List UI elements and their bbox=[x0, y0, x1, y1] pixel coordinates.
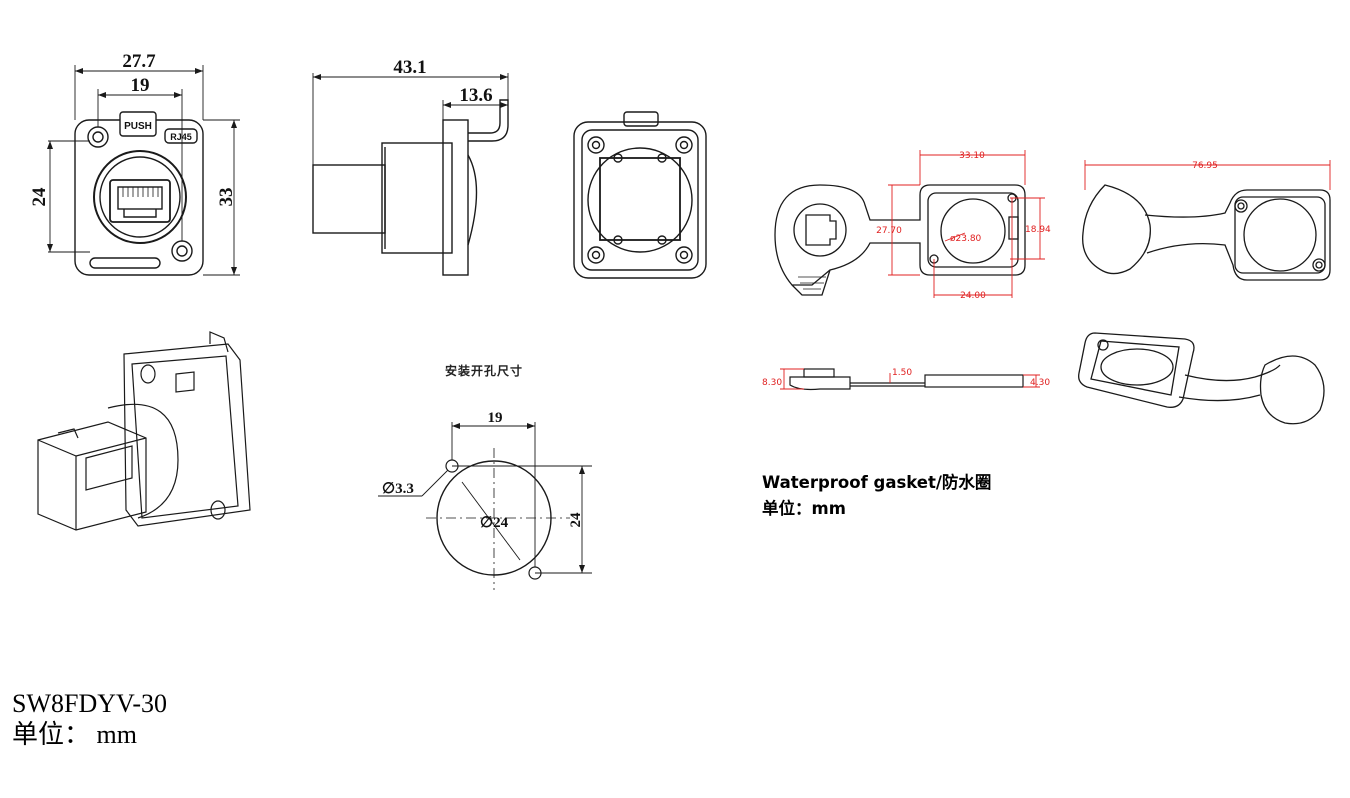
isometric-view-drawing bbox=[28, 330, 268, 540]
side-dim-total-depth: 43.1 bbox=[393, 57, 426, 78]
model-unit: 单位： mm bbox=[12, 720, 137, 749]
gasket-side-dim-strap: 1.50 bbox=[892, 368, 912, 378]
model-number: SW8FDYV-30 bbox=[12, 689, 168, 718]
rj45-label: RJ45 bbox=[170, 132, 192, 142]
gasket-dim-hole-spacing: 24.00 bbox=[960, 291, 986, 301]
front-view-drawing: 27.7 19 24 33 PUSH RJ45 bbox=[20, 45, 250, 285]
cutout-title: 安装开孔尺寸 bbox=[445, 364, 524, 378]
gasket-side-dim-left: 8.30 bbox=[762, 378, 782, 388]
cutout-dim-main-hole: ∅24 bbox=[480, 515, 509, 531]
gasket-full-view-drawing: 76.95 bbox=[1075, 145, 1345, 295]
panel-cutout-drawing: 19 ∅3.3 ∅24 24 bbox=[330, 390, 630, 600]
gasket-top-view-drawing: 33.10 27.70 ø23.80 18.94 24.00 bbox=[770, 145, 1070, 315]
front-dim-height-outer: 33 bbox=[216, 188, 237, 207]
cutout-dim-hole-spacing: 19 bbox=[488, 410, 503, 426]
gasket-caption-title: Waterproof gasket/防水圈 bbox=[762, 473, 992, 492]
gasket-dim-hole-dia: ø23.80 bbox=[950, 234, 982, 244]
front-mount-hole-tl bbox=[87, 126, 109, 148]
gasket-side-dim-right: 4.30 bbox=[1030, 378, 1050, 388]
model-caption: SW8FDYV-30 单位： mm bbox=[12, 688, 167, 750]
gasket-side-view-drawing: 8.30 1.50 4.30 bbox=[760, 355, 1060, 405]
cutout-dim-vertical: 24 bbox=[568, 512, 584, 528]
gasket-dim-height: 27.70 bbox=[876, 226, 902, 236]
side-dim-flange-depth: 13.6 bbox=[459, 85, 492, 106]
rear-view-drawing bbox=[560, 100, 720, 290]
front-dim-height-inner: 24 bbox=[29, 187, 50, 207]
gasket-dim-width: 33.10 bbox=[959, 151, 985, 161]
cutout-dim-small-hole: ∅3.3 bbox=[382, 481, 414, 497]
side-view-drawing: 43.1 13.6 bbox=[300, 45, 530, 285]
front-mount-hole-br bbox=[171, 240, 193, 262]
gasket-dim-side: 18.94 bbox=[1025, 225, 1051, 235]
gasket-caption-unit: 单位：mm bbox=[762, 499, 846, 518]
gasket-isometric-drawing bbox=[1075, 325, 1345, 435]
front-dim-hole-spacing: 19 bbox=[131, 75, 150, 96]
front-dim-width: 27.7 bbox=[122, 51, 156, 72]
push-label: PUSH bbox=[124, 121, 152, 132]
gasket-caption: Waterproof gasket/防水圈 单位：mm bbox=[762, 470, 991, 522]
gasket-dim-total-length: 76.95 bbox=[1192, 161, 1218, 171]
